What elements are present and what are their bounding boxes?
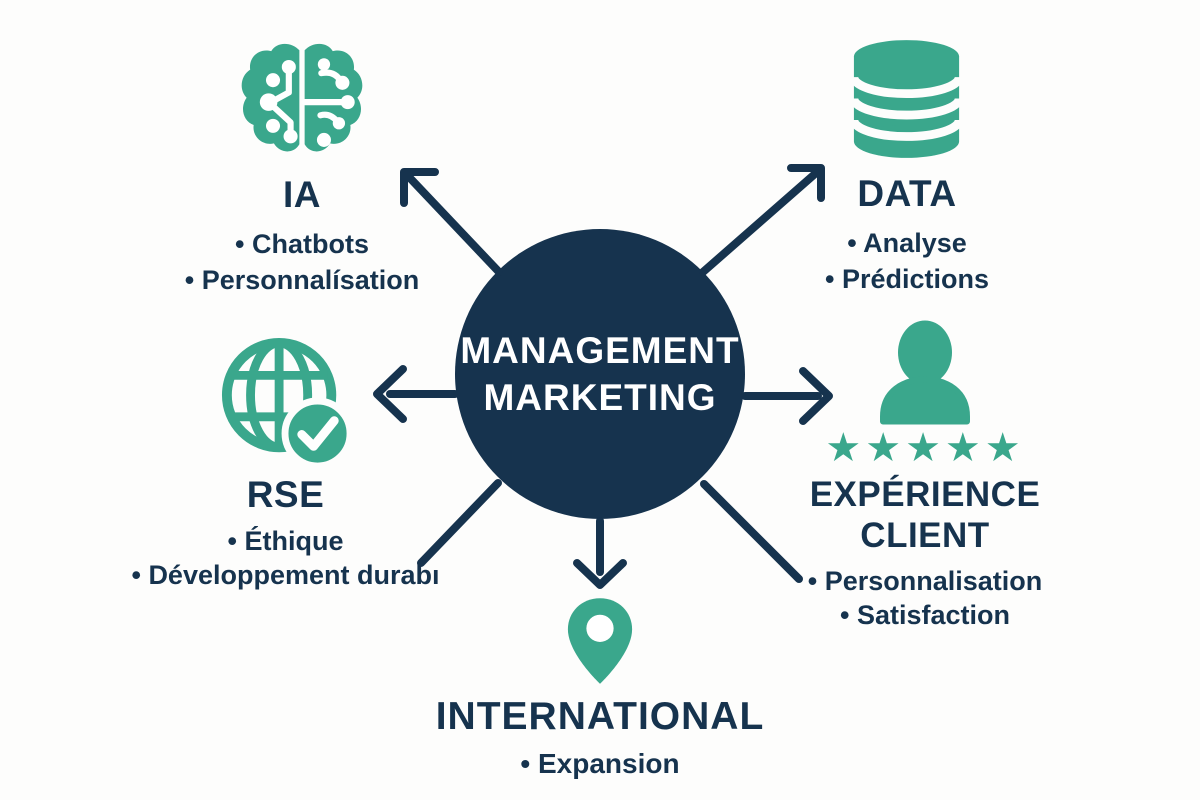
list-item: • Chatbots xyxy=(235,228,369,259)
center-title-line1: MANAGEMENT xyxy=(460,330,740,371)
node-experience-label-line2: CLIENT xyxy=(860,516,990,555)
arrow-to-international xyxy=(573,517,627,589)
node-data-items: • Analyse • Prédictions xyxy=(825,225,989,297)
node-experience-items: • Personnalisation • Satisfaction xyxy=(808,564,1043,632)
list-item: • Analyse xyxy=(847,227,967,258)
list-item: • Éthique xyxy=(227,525,344,556)
node-data: DATA • Analyse • Prédictions xyxy=(757,36,1057,297)
node-international: INTERNATIONAL • Expansion xyxy=(435,596,765,781)
five-stars-rating: ★★★★★ xyxy=(825,426,1025,470)
node-data-label: DATA xyxy=(857,173,957,214)
database-icon xyxy=(851,36,963,162)
list-item: • Développement durabı xyxy=(131,559,440,590)
node-international-label: INTERNATIONAL xyxy=(435,695,765,738)
center-node-management-marketing: MANAGEMENT MARKETING xyxy=(455,229,745,519)
node-ia: IA • Chatbots • Personnalísation xyxy=(152,38,452,298)
node-experience-client: ★★★★★ EXPÉRIENCE CLIENT • Personnalisati… xyxy=(765,318,1085,632)
person-icon xyxy=(875,318,975,426)
list-item: • Prédictions xyxy=(825,263,989,294)
globe-check-icon xyxy=(217,334,355,467)
brain-circuit-icon xyxy=(236,38,368,161)
list-item: • Personnalísation xyxy=(184,264,420,295)
node-rse-label: RSE xyxy=(246,474,325,515)
list-item: • Expansion xyxy=(520,747,680,779)
node-rse: RSE • Éthique • Développement durabı xyxy=(98,334,473,592)
node-ia-items: • Chatbots • Personnalísation xyxy=(185,226,420,298)
list-item: • Satisfaction xyxy=(839,600,1010,630)
node-international-items: • Expansion xyxy=(520,747,679,781)
center-title-line2: MARKETING xyxy=(483,377,717,418)
node-experience-label-line1: EXPÉRIENCE xyxy=(809,475,1041,514)
node-rse-items: • Éthique • Développement durabı xyxy=(131,524,439,592)
node-ia-label: IA xyxy=(283,174,321,215)
list-item: • Personnalisation xyxy=(807,566,1043,596)
map-pin-icon xyxy=(564,596,636,686)
